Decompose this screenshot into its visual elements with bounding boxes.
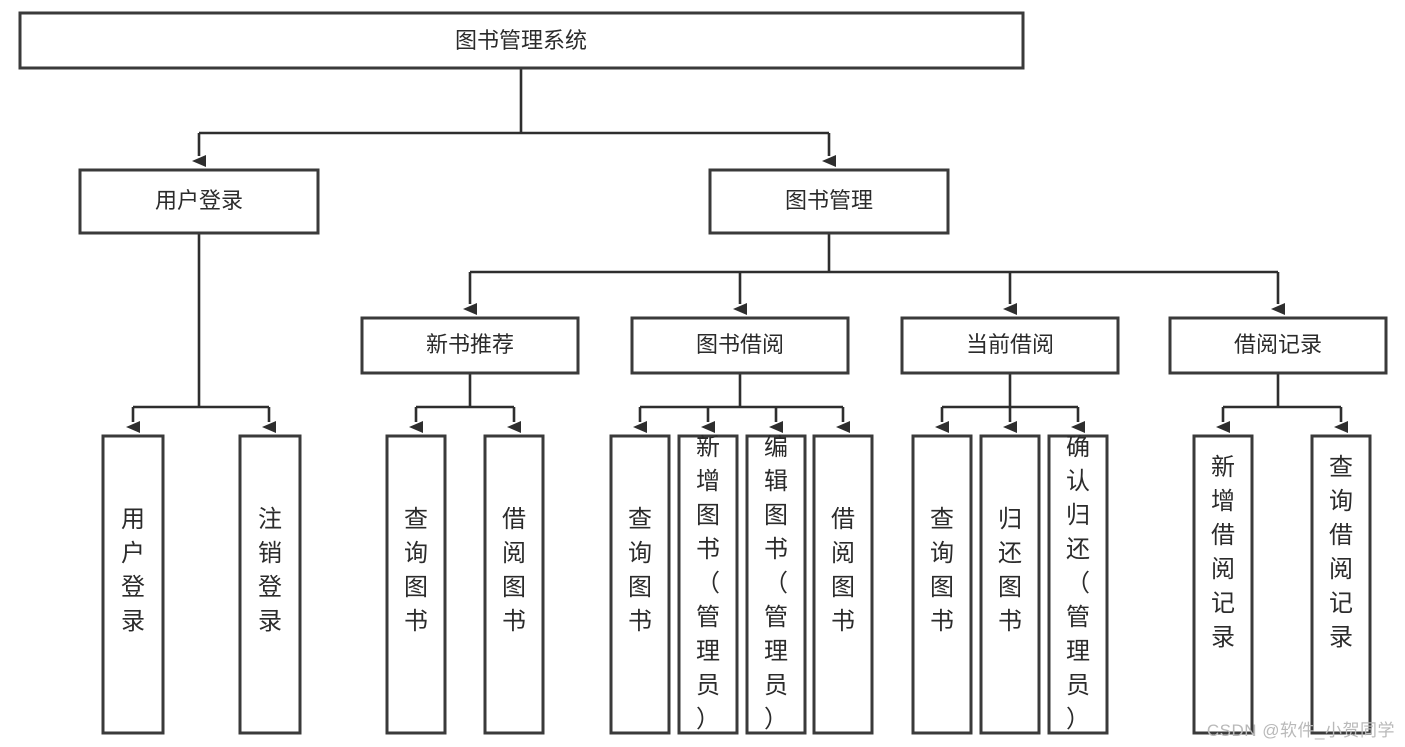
node-leaf-add-book-admin[interactable]: 新增图书（管理员） — [677, 434, 739, 735]
node-root[interactable]: 图书管理系统 — [18, 11, 1025, 70]
node-leaf-confirm-return-admin-label: 确认归还（管理员） — [1066, 434, 1090, 733]
edge-new-book-recommend-bus — [416, 373, 514, 409]
edge-book-borrow-bus — [640, 373, 843, 409]
node-leaf-user-login-box[interactable] — [101, 434, 165, 735]
edge-borrow-record-bus — [1223, 373, 1341, 409]
node-book-management[interactable]: 图书管理 — [708, 168, 950, 235]
node-leaf-edit-book-admin-box[interactable] — [745, 434, 807, 735]
node-new-book-recommend-label: 新书推荐 — [426, 332, 514, 357]
node-leaf-query-book-1[interactable]: 查询图书 — [385, 434, 447, 735]
node-leaf-logout-login[interactable]: 注销登录 — [238, 434, 302, 735]
node-leaf-borrow-book-2[interactable]: 借阅图书 — [812, 434, 874, 735]
node-leaf-query-book-2[interactable]: 查询图书 — [609, 434, 671, 735]
node-book-management-label: 图书管理 — [785, 188, 873, 213]
node-root-label: 图书管理系统 — [455, 28, 587, 53]
node-leaf-query-book-1-label: 查询图书 — [404, 506, 428, 635]
node-borrow-record-box[interactable] — [1168, 316, 1388, 375]
node-leaf-add-book-admin-label: 新增图书（管理员） — [696, 434, 720, 733]
connector-layer — [126, 68, 1348, 433]
node-leaf-logout-login-label: 注销登录 — [258, 506, 282, 635]
node-current-borrow-label: 当前借阅 — [966, 332, 1054, 357]
node-user-login-label: 用户登录 — [155, 188, 243, 213]
node-current-borrow-box[interactable] — [900, 316, 1120, 375]
node-book-management-box[interactable] — [708, 168, 950, 235]
node-leaf-return-book-label: 归还图书 — [998, 506, 1022, 635]
node-leaf-borrow-book-2-label: 借阅图书 — [831, 506, 855, 635]
node-new-book-recommend[interactable]: 新书推荐 — [360, 316, 580, 375]
node-leaf-query-book-2-box[interactable] — [609, 434, 671, 735]
csdn-watermark: CSDN @软件_小贺同学 — [1206, 721, 1395, 740]
node-leaf-borrow-book-2-box[interactable] — [812, 434, 874, 735]
node-user-login[interactable]: 用户登录 — [78, 168, 320, 235]
node-leaf-borrow-book-1[interactable]: 借阅图书 — [483, 434, 545, 735]
edge-root-bus — [199, 68, 829, 135]
node-book-borrow-box[interactable] — [630, 316, 850, 375]
node-user-login-box[interactable] — [78, 168, 320, 235]
node-book-borrow-label: 图书借阅 — [696, 332, 784, 357]
node-borrow-record-label: 借阅记录 — [1234, 332, 1322, 357]
node-leaf-confirm-return-admin[interactable]: 确认归还（管理员） — [1047, 434, 1109, 735]
node-leaf-query-borrow-record-box[interactable] — [1310, 434, 1372, 735]
edge-book-management-bus — [470, 233, 1278, 274]
node-borrow-record[interactable]: 借阅记录 — [1168, 316, 1388, 375]
leaf-layer: 用户登录 注销登录 查询图书 借阅图书 查询图书 新增图书（管理员） 编辑图书（… — [101, 434, 1372, 735]
node-leaf-edit-book-admin-label: 编辑图书（管理员） — [764, 434, 788, 733]
node-leaf-add-borrow-record[interactable]: 新增借阅记录 — [1192, 434, 1254, 735]
node-leaf-query-borrow-record[interactable]: 查询借阅记录 — [1310, 434, 1372, 735]
node-leaf-query-borrow-record-label: 查询借阅记录 — [1329, 454, 1353, 651]
node-leaf-return-book[interactable]: 归还图书 — [979, 434, 1041, 735]
node-leaf-query-book-2-label: 查询图书 — [628, 506, 652, 635]
node-leaf-add-borrow-record-label: 新增借阅记录 — [1211, 454, 1235, 651]
node-leaf-user-login-label: 用户登录 — [121, 506, 145, 635]
edge-user-login-bus — [133, 233, 269, 409]
edge-current-borrow-bus — [942, 373, 1078, 409]
node-root-box[interactable] — [18, 11, 1025, 70]
node-leaf-user-login[interactable]: 用户登录 — [101, 434, 165, 735]
node-leaf-return-book-box[interactable] — [979, 434, 1041, 735]
node-leaf-query-book-3[interactable]: 查询图书 — [911, 434, 973, 735]
node-leaf-borrow-book-1-box[interactable] — [483, 434, 545, 735]
node-leaf-confirm-return-admin-box[interactable] — [1047, 434, 1109, 735]
node-leaf-query-book-1-box[interactable] — [385, 434, 447, 735]
node-book-borrow[interactable]: 图书借阅 — [630, 316, 850, 375]
node-leaf-query-book-3-label: 查询图书 — [930, 506, 954, 635]
node-leaf-query-book-3-box[interactable] — [911, 434, 973, 735]
node-leaf-logout-login-box[interactable] — [238, 434, 302, 735]
node-leaf-edit-book-admin[interactable]: 编辑图书（管理员） — [745, 434, 807, 735]
node-leaf-add-borrow-record-box[interactable] — [1192, 434, 1254, 735]
node-new-book-recommend-box[interactable] — [360, 316, 580, 375]
node-leaf-add-book-admin-box[interactable] — [677, 434, 739, 735]
node-leaf-borrow-book-1-label: 借阅图书 — [502, 506, 526, 635]
node-current-borrow[interactable]: 当前借阅 — [900, 316, 1120, 375]
